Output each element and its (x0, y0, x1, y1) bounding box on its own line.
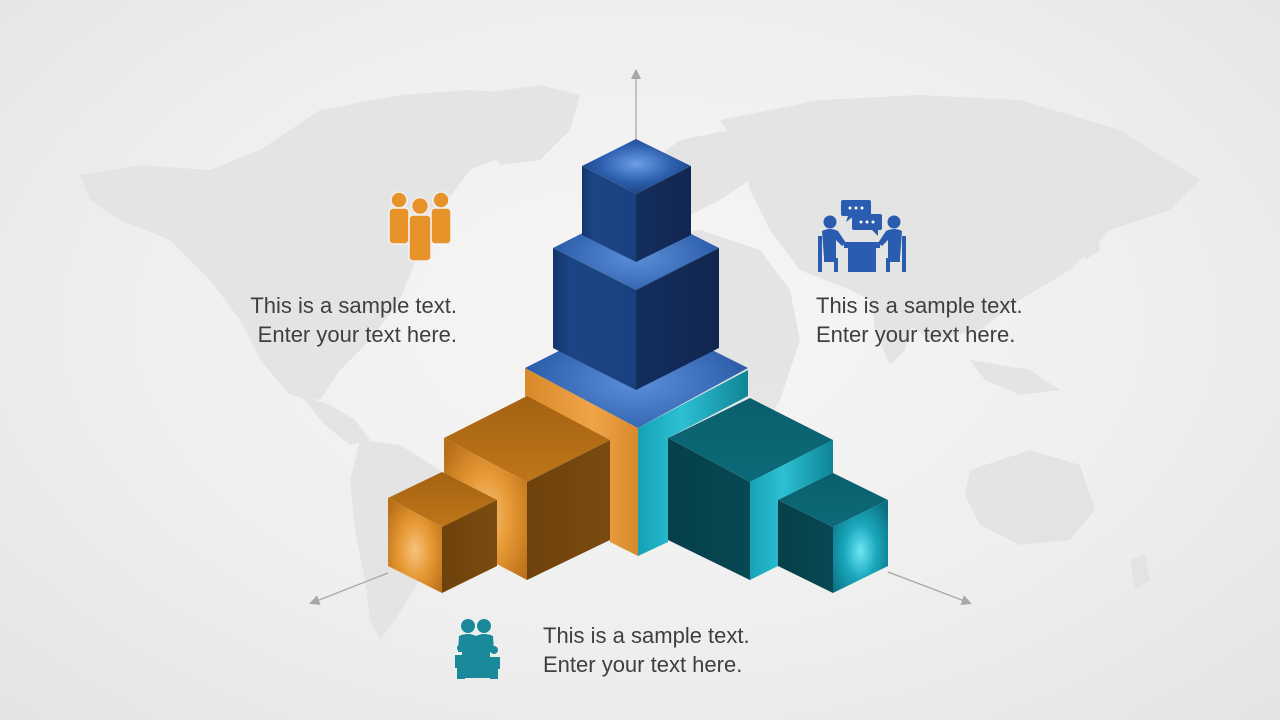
blue-segment (525, 139, 748, 428)
family-icon (452, 618, 504, 680)
text-block-bottom: This is a sample text. Enter your text h… (543, 621, 750, 679)
text-line-2: Enter your text here. (543, 652, 743, 677)
teal-segment (638, 370, 888, 593)
meeting-conversation-icon (816, 198, 908, 274)
text-line-2: Enter your text here. (816, 322, 1016, 347)
text-block-right: This is a sample text. Enter your text h… (816, 291, 1023, 349)
text-line-2: Enter your text here. (257, 322, 457, 347)
text-line-1: This is a sample text. (816, 293, 1023, 318)
business-team-icon (386, 190, 454, 264)
arrow-down-left (309, 572, 389, 605)
orange-segment (388, 368, 638, 593)
text-block-left: This is a sample text. Enter your text h… (231, 291, 457, 349)
arrows (309, 68, 972, 606)
arrow-down-right (887, 571, 972, 606)
text-line-1: This is a sample text. (543, 623, 750, 648)
text-line-1: This is a sample text. (250, 293, 457, 318)
